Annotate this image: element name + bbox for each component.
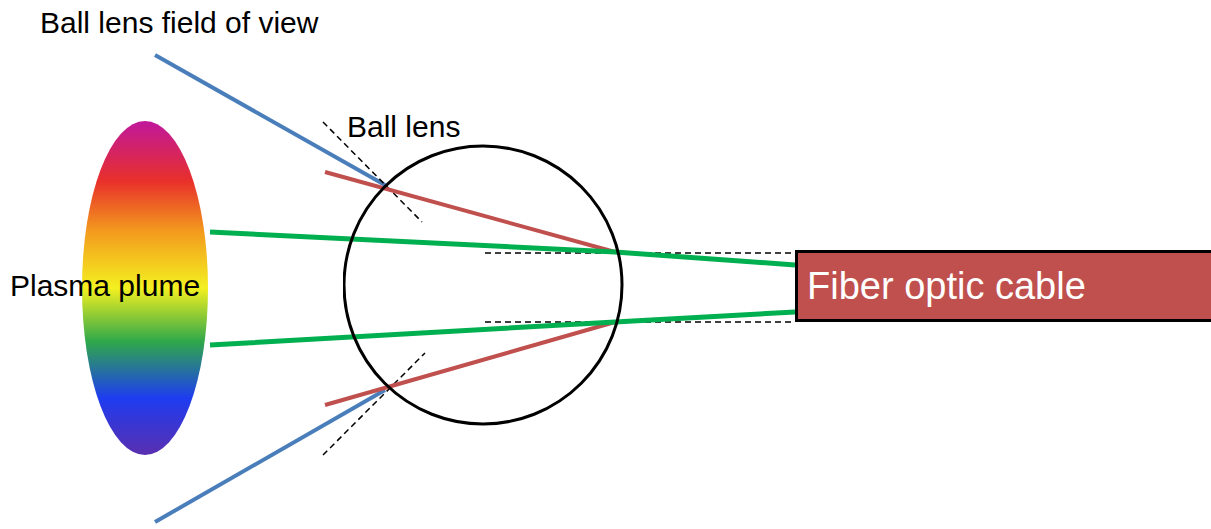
ball-lens-outline <box>343 110 625 430</box>
collected-ray <box>210 312 795 345</box>
node-label: Fiber optic cable <box>807 265 1086 308</box>
plasma-plume: Plasma plume <box>5 118 255 458</box>
fiber-optic-cable: Fiber optic cable <box>795 250 1211 322</box>
caption-label: Ball lens field of view <box>40 6 318 40</box>
lens-circle <box>344 146 622 424</box>
field-of-view-ray <box>155 390 385 522</box>
cable-box <box>797 252 1211 321</box>
ball-lens: Ball lens <box>343 110 625 430</box>
collected-ray <box>210 232 795 265</box>
node-label: Plasma plume <box>10 269 200 303</box>
node-label: Ball lens <box>347 110 460 144</box>
